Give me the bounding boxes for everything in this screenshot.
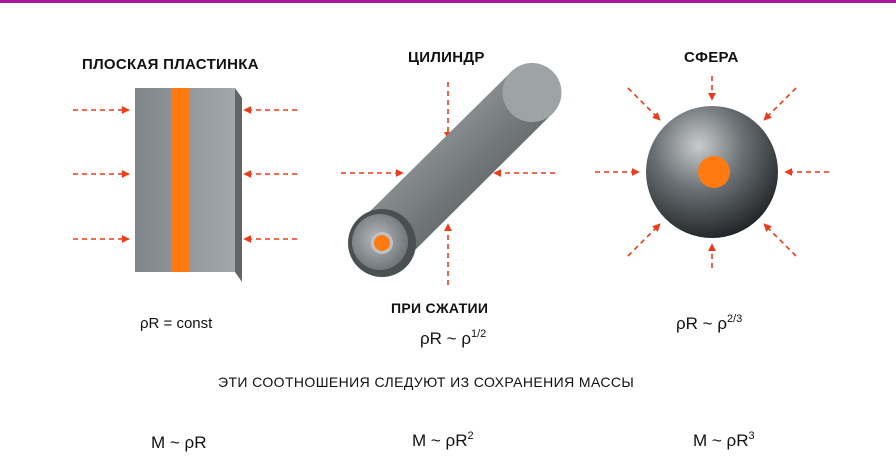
plate-side-face (235, 88, 242, 282)
sphere-formula-text: ρR ~ ρ (676, 314, 727, 333)
cylinder-formula: ρR ~ ρ1/2 (420, 328, 486, 349)
cylinder-title: ЦИЛИНДР (408, 49, 485, 66)
sphere-formula-exponent: 2/3 (727, 313, 743, 325)
sphere-arrow-se (763, 223, 797, 257)
sphere-core (698, 156, 730, 188)
mass-relation-sphere-exponent: 3 (748, 430, 755, 442)
cylinder-core (374, 235, 390, 251)
plate-title: ПЛОСКАЯ ПЛАСТИНКА (82, 56, 259, 73)
cylinder-compression-caption: ПРИ СЖАТИИ (391, 300, 489, 316)
conservation-note: ЭТИ СООТНОШЕНИЯ СЛЕДУЮТ ИЗ СОХРАНЕНИЯ МА… (218, 374, 635, 390)
plate-formula: ρR = const (140, 315, 212, 332)
plate-shape (135, 88, 242, 282)
cylinder-formula-exponent: 1/2 (471, 328, 487, 340)
plate-arrows (73, 106, 297, 243)
sphere-shape (646, 106, 778, 238)
sphere-arrow-sw (627, 223, 661, 257)
mass-relation-cylinder-exponent: 2 (467, 430, 474, 442)
cylinder-arrows (341, 82, 555, 177)
plate-compressed-layer (171, 88, 190, 272)
cylinder-shape (348, 63, 562, 277)
cylinder-far-end (502, 63, 562, 122)
mass-relation-sphere-text: M ~ ρR (693, 431, 749, 450)
sphere-title: СФЕРА (684, 49, 739, 66)
sphere-formula: ρR ~ ρ2/3 (676, 313, 742, 334)
plate-formula-text: ρR = const (140, 315, 213, 332)
mass-relation-cylinder: M ~ ρR2 (412, 430, 474, 451)
mass-relation-sphere: M ~ ρR3 (693, 430, 755, 451)
top-accent-bar (0, 0, 896, 3)
sphere-arrows (595, 76, 829, 268)
mass-relation-cylinder-text: M ~ ρR (412, 431, 468, 450)
sphere-arrow-ne (763, 87, 797, 121)
mass-relation-plate-text: M ~ ρR (151, 433, 207, 452)
cylinder-formula-text: ρR ~ ρ (420, 329, 471, 348)
sphere-arrow-nw (627, 87, 661, 121)
mass-relation-plate: M ~ ρR (151, 433, 206, 453)
